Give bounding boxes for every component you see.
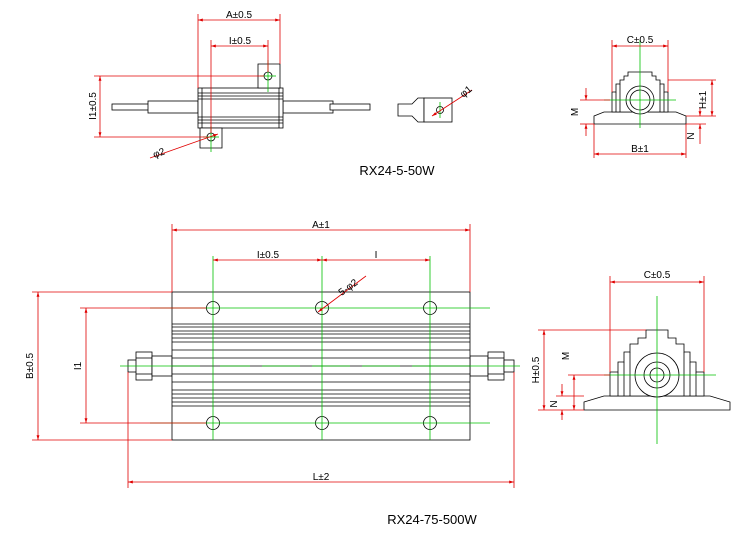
bottom-dim-l-label: L±2 — [313, 472, 330, 483]
top-dim-phi2-label: φ2 — [152, 146, 167, 161]
bottom-dim-a-label: A±1 — [312, 220, 330, 231]
top-end-dim-m-label: M — [570, 108, 581, 116]
top-drawing-title: RX24-5-50W — [359, 163, 435, 178]
bottom-drawing-title: RX24-75-500W — [387, 512, 477, 527]
top-end-dim-c-label: C±0.5 — [627, 35, 654, 46]
bottom-dim-i1-label: I1 — [73, 361, 84, 370]
bottom-dim-b-label: B±0.5 — [25, 353, 36, 379]
bottom-end-fin-teeth — [617, 352, 697, 396]
top-dim-i-label: I±0.5 — [229, 36, 252, 47]
top-lead-detail: φ1 — [397, 84, 475, 123]
left-lead-sleeve — [147, 100, 199, 114]
lead-clip — [397, 97, 425, 123]
right-lead — [329, 103, 371, 111]
bottom-end-dim-n-label: N — [549, 400, 560, 407]
top-dim-a-label: A±0.5 — [226, 10, 252, 21]
left-lead — [111, 103, 153, 111]
top-body-fins — [198, 88, 283, 128]
bottom-body-fins — [172, 323, 470, 407]
top-end-dim-n-label: N — [686, 132, 697, 139]
bottom-end-dim-m-label: M — [561, 352, 572, 360]
top-end-dim-b-label: B±1 — [631, 144, 649, 155]
right-lead-sleeve — [282, 100, 334, 114]
bottom-end-view: C±0.5 H±0.5 M N — [531, 270, 731, 444]
bottom-main-view: A±1 I±0.5 I 5-φ2 B±0.5 I1 L±2 — [25, 220, 520, 488]
bottom-dim-i-label: I±0.5 — [257, 250, 280, 261]
bottom-end-dim-c-label: C±0.5 — [644, 270, 671, 281]
top-resistor-body — [197, 87, 284, 129]
bottom-end-dim-h-label: H±0.5 — [531, 356, 542, 383]
top-dim-i1-label: I1±0.5 — [88, 92, 99, 120]
top-side-view: A±0.5 I±0.5 I1±0.5 φ2 — [88, 10, 371, 161]
top-end-view: C±0.5 M H±1 N B±1 — [570, 35, 716, 158]
top-end-dim-h-label: H±1 — [698, 90, 709, 109]
bottom-dim-i-plain-label: I — [375, 250, 378, 261]
